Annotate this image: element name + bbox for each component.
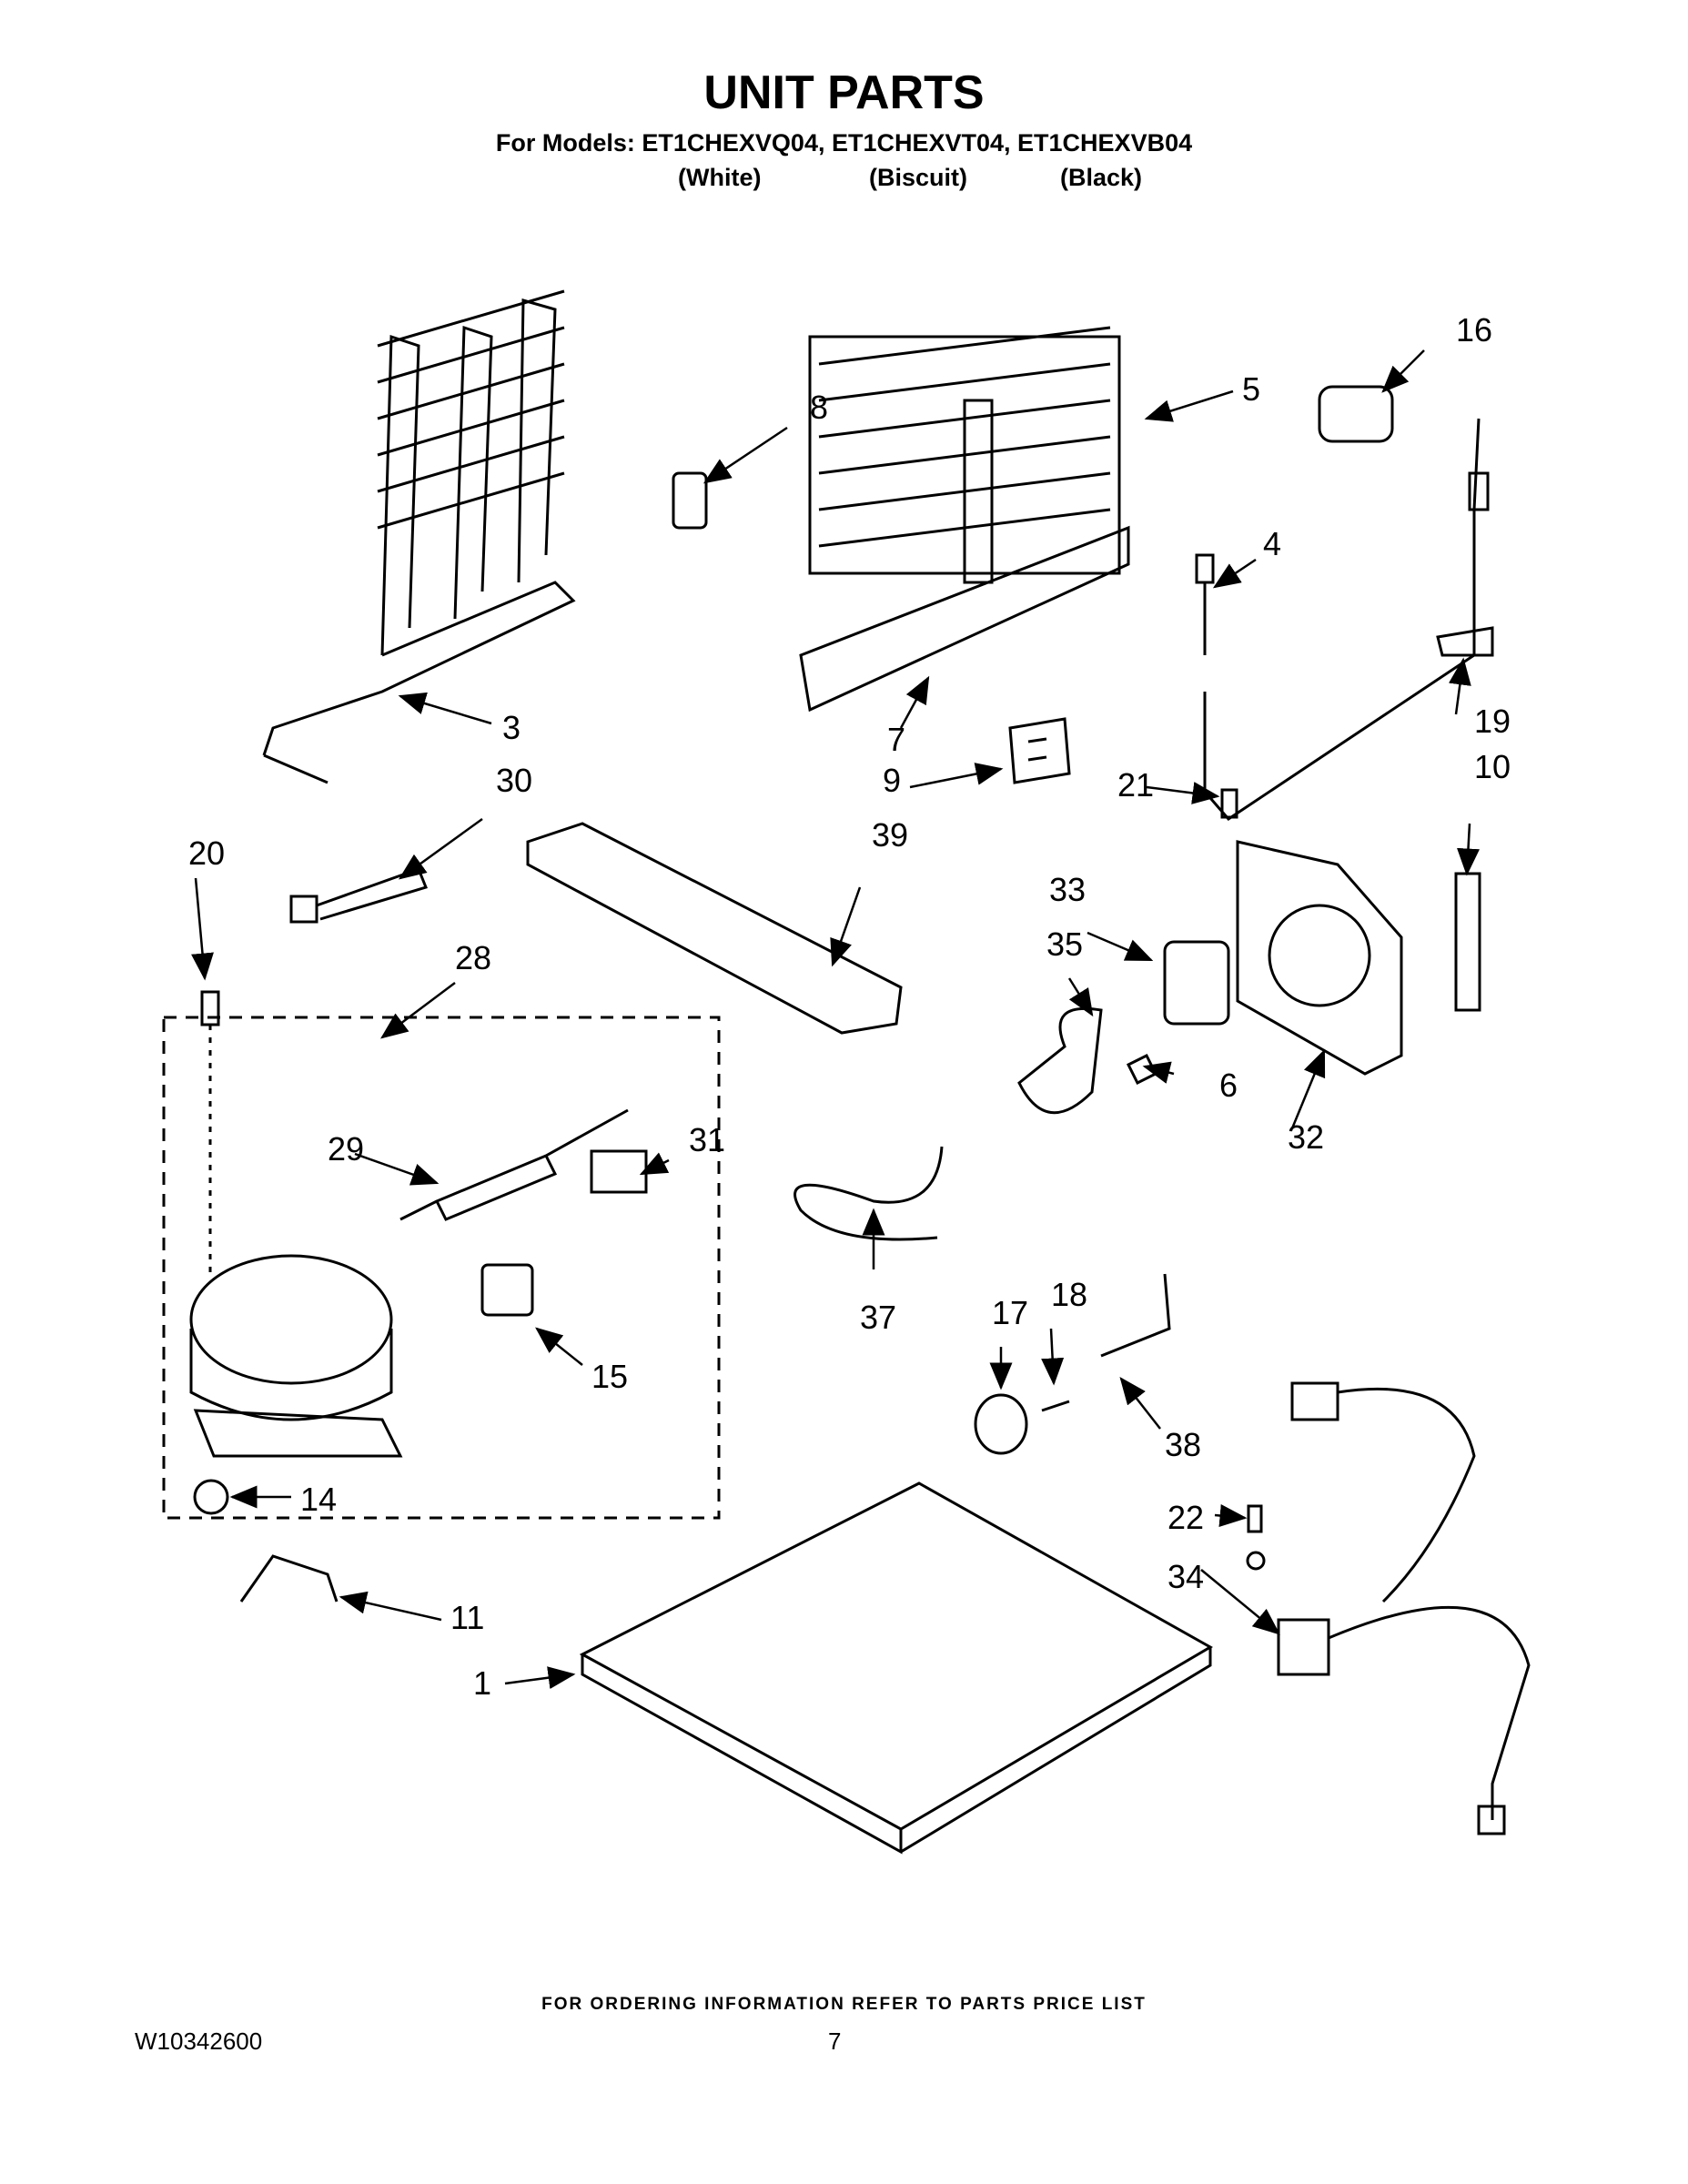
compressor-illustration — [189, 1254, 393, 1385]
callout-21: 21 — [1117, 766, 1154, 804]
screw-21-illustration — [1220, 788, 1238, 819]
compressor-kit-box — [162, 1016, 721, 1520]
screw-22-illustration — [1247, 1504, 1263, 1533]
wire-clip-illustration — [239, 1554, 339, 1603]
evaporator-illustration — [808, 326, 1121, 584]
wiring-harness-illustration — [1277, 1381, 1531, 1835]
clip-19-illustration — [1436, 626, 1494, 657]
ordering-note: FOR ORDERING INFORMATION REFER TO PARTS … — [541, 1995, 1147, 2014]
callout-37: 37 — [860, 1299, 896, 1336]
document-number: W10342600 — [135, 2027, 263, 2055]
callout-10: 10 — [1474, 748, 1511, 785]
callout-1: 1 — [473, 1664, 491, 1702]
screw-20-illustration — [200, 990, 220, 1026]
cap-illustration — [1318, 385, 1394, 443]
overload-illustration — [480, 1263, 534, 1317]
callout-33: 33 — [1049, 871, 1086, 908]
color-label-biscuit: (Biscuit) — [869, 164, 967, 191]
base-frame-illustration — [579, 1481, 1214, 1831]
callout-29: 29 — [328, 1130, 364, 1168]
grommet-illustration — [193, 1479, 229, 1515]
page-title: UNIT PARTS — [703, 66, 985, 119]
cable-tie-illustration — [289, 867, 429, 924]
callout-28: 28 — [455, 939, 491, 976]
page-number: 7 — [828, 2027, 842, 2055]
fan-blade-illustration — [1017, 1006, 1103, 1115]
fan-motor-illustration — [1163, 940, 1230, 1026]
wire-harness-part-4-illustration — [1195, 418, 1490, 821]
callout-9: 9 — [883, 762, 901, 799]
part-8-illustration — [672, 471, 708, 530]
callout-34: 34 — [1167, 1558, 1204, 1595]
callout-39: 39 — [872, 816, 908, 854]
strip-10-illustration — [1454, 872, 1481, 1012]
relay-illustration — [590, 1149, 648, 1194]
callout-15: 15 — [591, 1358, 628, 1395]
callout-3: 3 — [502, 709, 521, 746]
drier-illustration — [399, 1108, 629, 1221]
callout-14: 14 — [300, 1481, 337, 1518]
color-label-black: (Black) — [1060, 164, 1143, 191]
callout-4: 4 — [1263, 525, 1281, 562]
models-line: For Models: ET1CHEXVQ04, ET1CHEXVT04, ET… — [495, 129, 1193, 157]
callout-8: 8 — [810, 389, 828, 426]
pin-illustration — [1041, 1400, 1070, 1412]
callout-17: 17 — [992, 1294, 1028, 1331]
callout-6: 6 — [1219, 1067, 1238, 1104]
callout-32: 32 — [1288, 1118, 1324, 1156]
callout-22: 22 — [1167, 1499, 1204, 1536]
callout-11: 11 — [450, 1599, 484, 1636]
callout-18: 18 — [1051, 1276, 1087, 1313]
callout-5: 5 — [1242, 370, 1260, 408]
callout-31: 31 — [689, 1121, 725, 1158]
callout-35: 35 — [1046, 925, 1083, 963]
wheel-illustration — [974, 1393, 1028, 1455]
tray-illustration — [526, 822, 903, 1035]
tube-37-illustration — [793, 1146, 944, 1241]
callout-38: 38 — [1165, 1426, 1201, 1463]
callout-30: 30 — [496, 762, 532, 799]
bracket-clip-illustration — [1008, 717, 1071, 784]
callout-16: 16 — [1456, 311, 1492, 349]
callout-7: 7 — [887, 721, 905, 758]
callout-19: 19 — [1474, 703, 1511, 740]
callout-20: 20 — [188, 834, 225, 872]
condenser-coil-illustration — [262, 289, 576, 784]
color-label-white: (White) — [678, 164, 762, 191]
drain-trough-illustration — [799, 525, 1130, 713]
tube-38-illustration — [1100, 1273, 1171, 1358]
fan-shroud-illustration — [1236, 840, 1403, 1076]
